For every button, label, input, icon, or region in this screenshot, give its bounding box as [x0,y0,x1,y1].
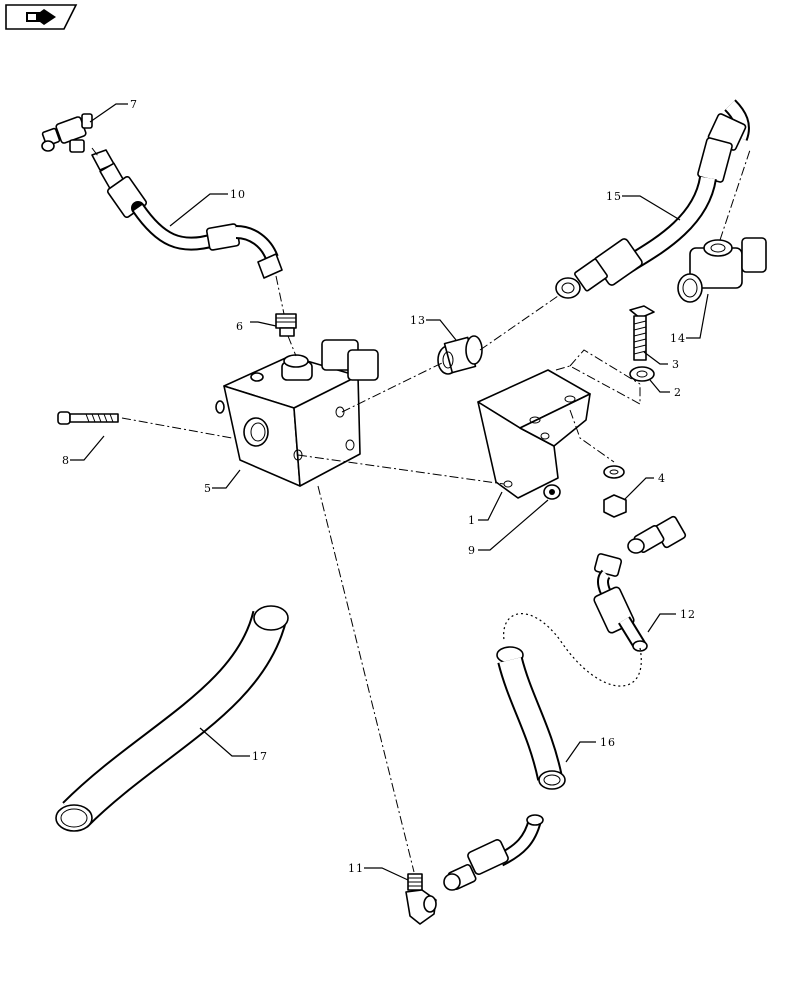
callout-6: 6 [236,320,244,333]
callout-16: 16 [600,736,616,749]
callout-labels: 7 10 6 13 15 14 3 2 4 8 5 1 9 12 16 17 1… [62,98,696,875]
part-1-bracket [477,369,591,499]
part-12-hose [503,515,687,687]
next-page-arrow-icon[interactable] [5,4,78,30]
part-16-hose [443,646,566,891]
part-15-hose [555,99,750,299]
part-5-valve-block [215,339,379,487]
callout-5: 5 [204,482,212,495]
callout-10: 10 [230,188,246,201]
part-9-nut [543,484,561,500]
callout-3: 3 [672,358,680,371]
callout-1: 1 [468,514,476,527]
callout-12: 12 [680,608,696,621]
callout-8: 8 [62,454,70,467]
part-4-nut-washer [603,465,627,518]
callout-11: 11 [348,862,364,875]
part-14-fitting [677,237,767,303]
part-8-bolt [57,411,119,425]
callout-15: 15 [606,190,622,203]
callout-4: 4 [658,472,666,485]
callout-14: 14 [670,332,686,345]
part-6-fitting [275,313,297,337]
part-3-bolt [629,305,655,361]
part-13-fitting [437,335,483,375]
callout-9: 9 [468,544,476,557]
part-7-tee-fitting [41,113,93,153]
part-10-hose [91,149,283,279]
part-2-washer [629,366,655,382]
callout-13: 13 [410,314,426,327]
callout-7: 7 [130,98,138,111]
leader-lines [70,103,709,881]
callout-17: 17 [252,750,268,763]
assembly-lines [91,147,751,873]
callout-2: 2 [674,386,682,399]
part-17-hose [55,605,289,832]
part-11-elbow [405,873,437,925]
